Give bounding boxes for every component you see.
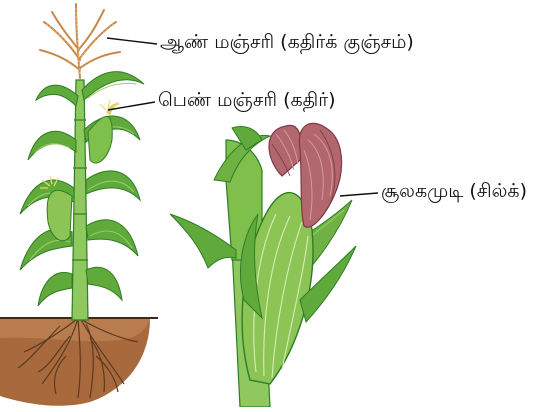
leader-male [107, 38, 157, 44]
soil-and-roots [0, 318, 158, 406]
leader-silk [340, 193, 378, 196]
label-female-inflorescence: பெண் மஞ்சரி (கதிர்) [158, 91, 336, 110]
label-male-inflorescence: ஆண் மஞ்சரி (கதிர்க் குஞ்சம்) [160, 33, 414, 52]
maize-plant [20, 4, 144, 320]
tassel [40, 4, 120, 78]
label-silk: சூலகமுடி (சில்க்) [381, 182, 527, 201]
maize-ear-closeup [170, 123, 356, 407]
